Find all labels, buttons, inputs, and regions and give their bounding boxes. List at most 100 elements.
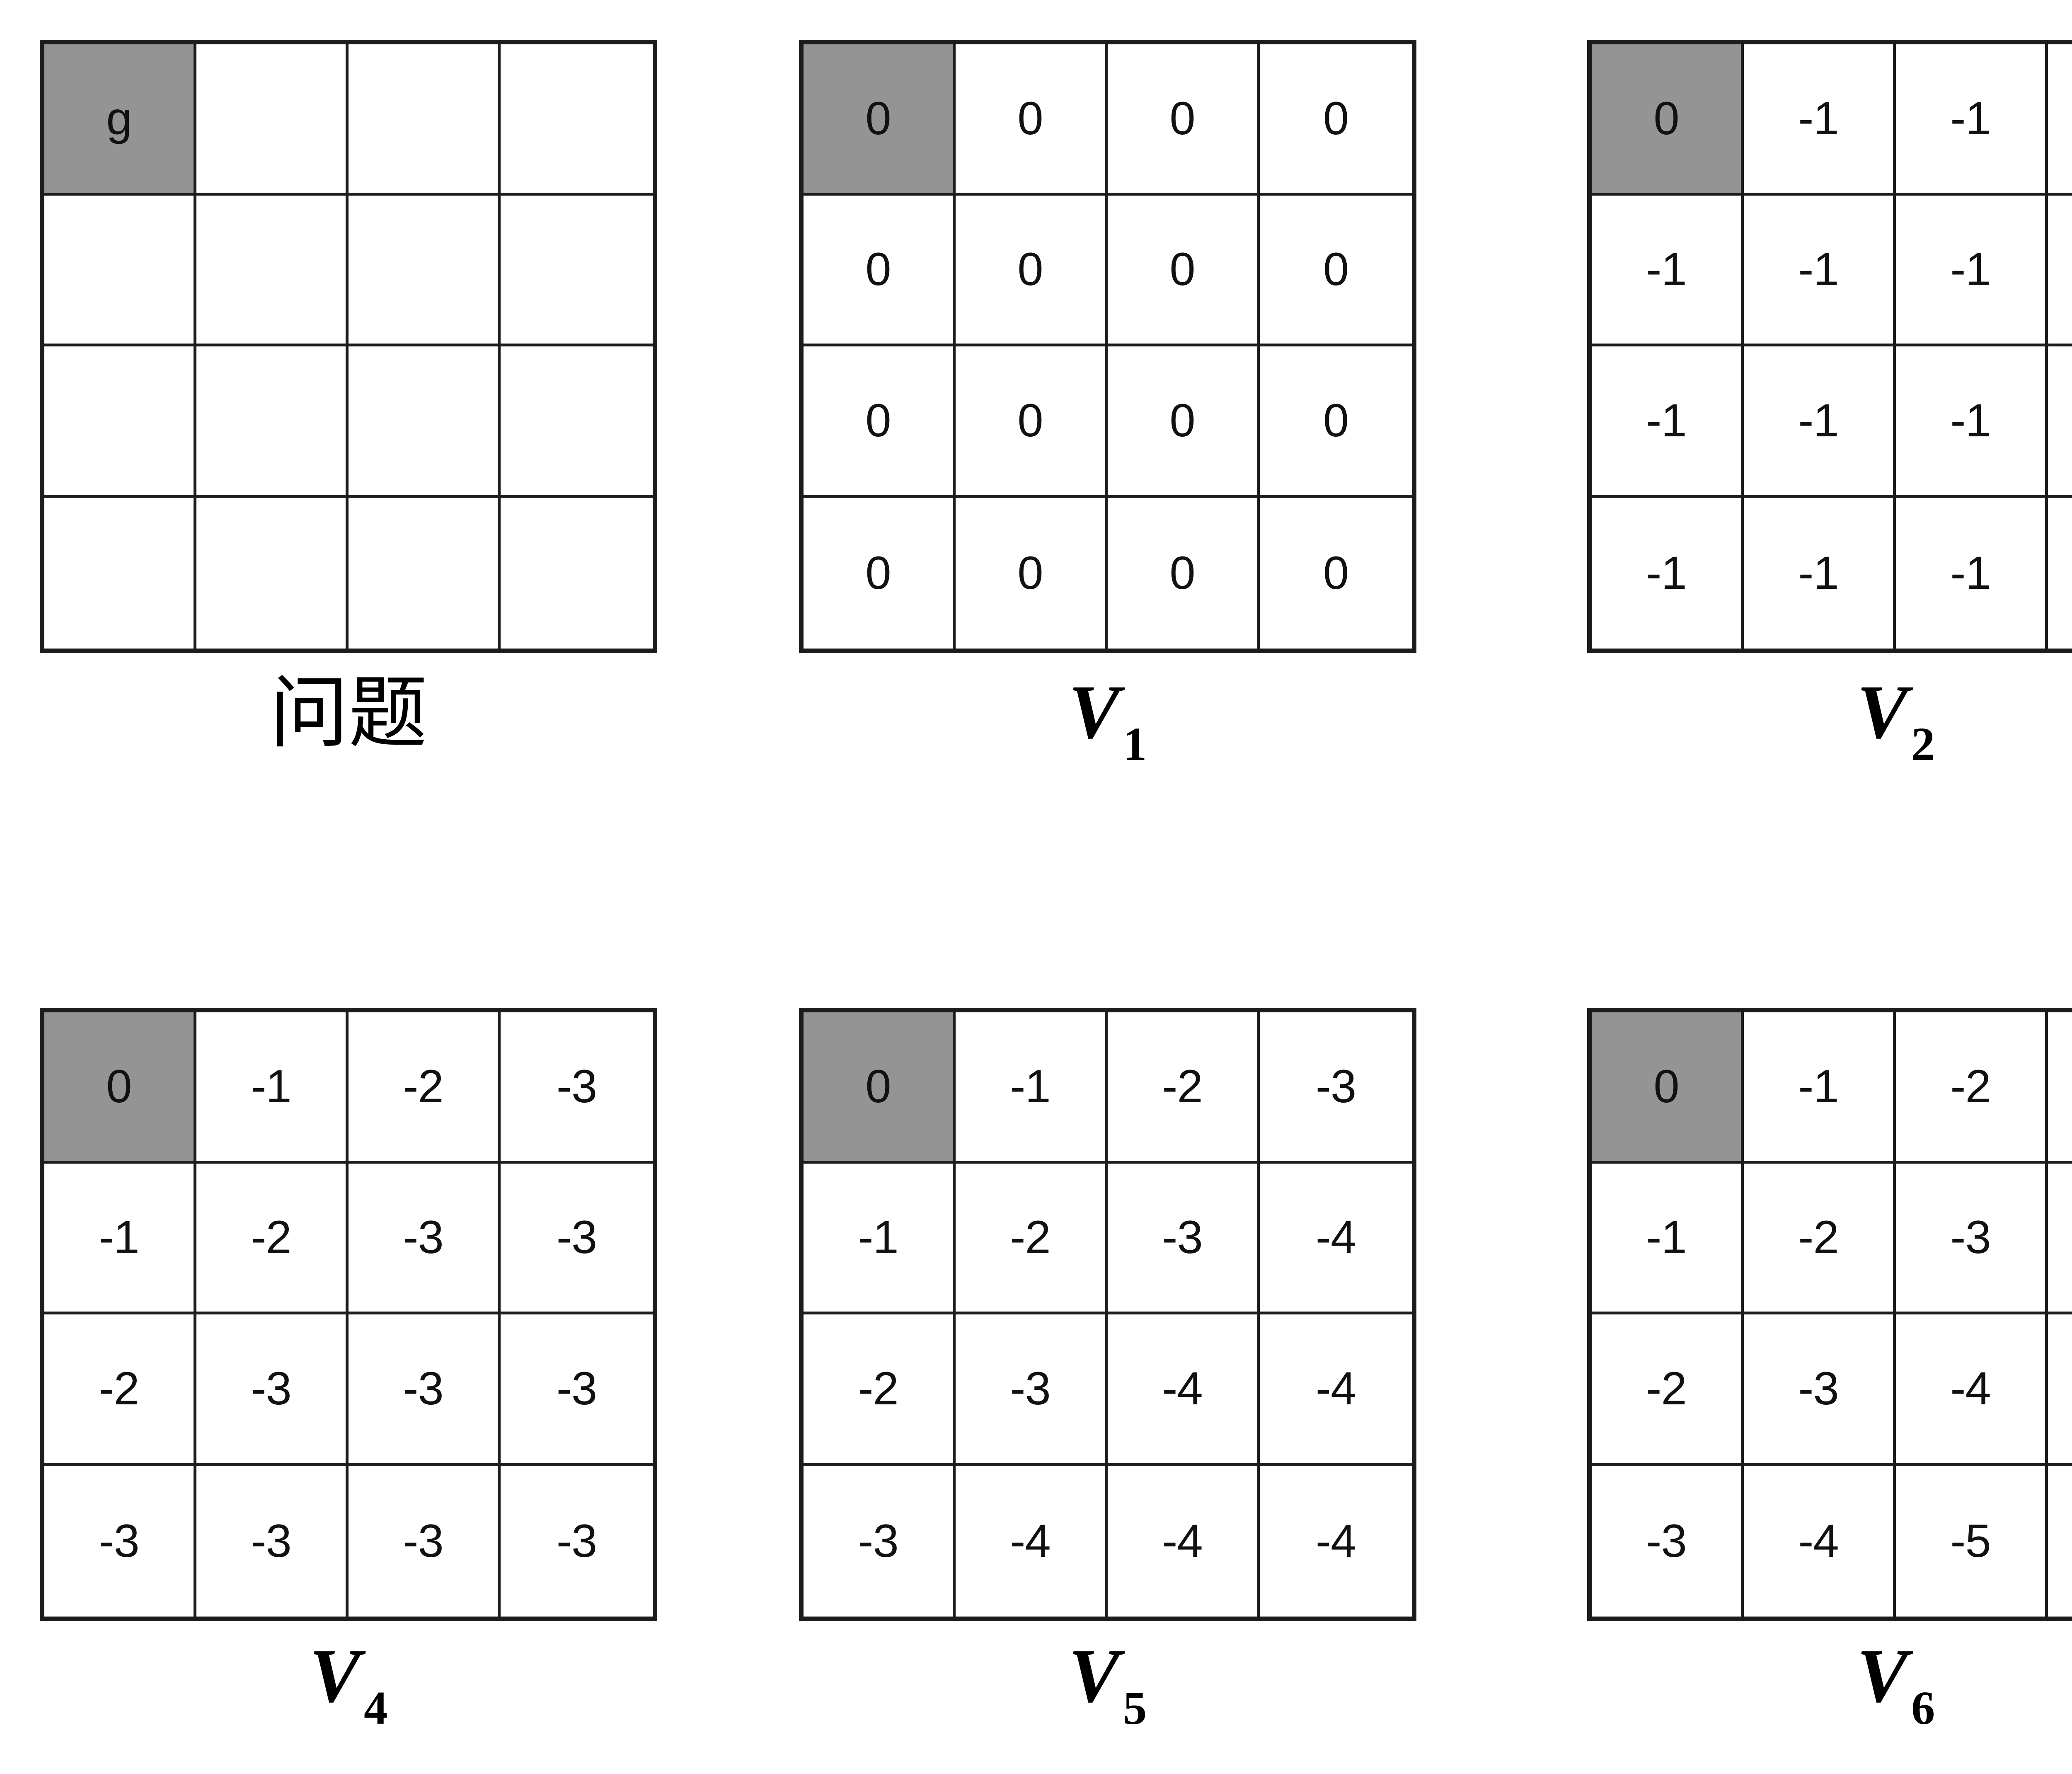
caption-subscript: 4 bbox=[364, 1682, 388, 1734]
grid-cell: -3 bbox=[956, 1314, 1108, 1466]
grid-cell: 0 bbox=[1108, 497, 1260, 649]
grid-cell: -2 bbox=[804, 1314, 956, 1466]
grid-cell: -1 bbox=[1896, 497, 2048, 649]
panel-V2: 0-1-1-1-1-1-1-1-1-1-1-1-1-1-1-1V2 bbox=[1587, 40, 2072, 768]
value-grid-V2: 0-1-1-1-1-1-1-1-1-1-1-1-1-1-1-1 bbox=[1587, 40, 2072, 653]
grid-cell: -1 bbox=[1744, 1012, 1896, 1164]
grid-cell: -1 bbox=[1744, 195, 1896, 346]
grid-cell: -4 bbox=[1260, 1314, 1412, 1466]
grid-cell: -3 bbox=[1744, 1314, 1896, 1466]
grid-cell: -1 bbox=[196, 1012, 349, 1164]
grid-cell: -3 bbox=[501, 1465, 653, 1617]
grid-cell bbox=[196, 44, 349, 196]
grid-cell: -3 bbox=[196, 1465, 349, 1617]
value-grid-V4: 0-1-2-3-1-2-3-3-2-3-3-3-3-3-3-3 bbox=[40, 1008, 657, 1621]
grid-cell bbox=[44, 346, 196, 498]
grid-cell-terminal: 0 bbox=[1592, 44, 1744, 196]
grid-cell bbox=[196, 195, 349, 346]
grid-cell: 0 bbox=[1260, 195, 1412, 346]
grid-cell: 0 bbox=[956, 497, 1108, 649]
caption-subscript: 5 bbox=[1123, 1682, 1147, 1734]
panel-caption-problem: 问题 bbox=[40, 674, 657, 753]
grid-cell: -1 bbox=[1744, 497, 1896, 649]
panel-V6: 0-1-2-3-1-2-3-4-2-3-4-5-3-4-5-5V6 bbox=[1587, 1008, 2072, 1732]
grid-cell: -3 bbox=[1260, 1012, 1412, 1164]
grid-cell bbox=[501, 346, 653, 498]
grid-cell: -3 bbox=[349, 1465, 501, 1617]
grid-cell-terminal: 0 bbox=[804, 1012, 956, 1164]
grid-cell: -3 bbox=[44, 1465, 196, 1617]
panel-caption-V1: V1 bbox=[799, 674, 1416, 768]
grid-cell: -3 bbox=[501, 1163, 653, 1314]
grid-cell: -5 bbox=[2048, 1465, 2072, 1617]
caption-subscript: 6 bbox=[1911, 1682, 1935, 1734]
grid-cell: -3 bbox=[501, 1314, 653, 1466]
grid-cell: -3 bbox=[1108, 1163, 1260, 1314]
grid-cell bbox=[44, 195, 196, 346]
grid-cell: 0 bbox=[1108, 44, 1260, 196]
grid-cell: -1 bbox=[804, 1163, 956, 1314]
panel-caption-V6: V6 bbox=[1587, 1638, 2072, 1732]
grid-cell: -4 bbox=[1896, 1314, 2048, 1466]
grid-cell: 0 bbox=[1260, 346, 1412, 498]
grid-cell: -2 bbox=[956, 1163, 1108, 1314]
grid-cell: 0 bbox=[956, 44, 1108, 196]
grid-cell-terminal: 0 bbox=[1592, 1012, 1744, 1164]
caption-symbol: V bbox=[1857, 1634, 1908, 1718]
grid-cell: -1 bbox=[956, 1012, 1108, 1164]
grid-cell: 0 bbox=[1260, 44, 1412, 196]
grid-cell: 0 bbox=[956, 195, 1108, 346]
panel-caption-V5: V5 bbox=[799, 1638, 1416, 1732]
grid-cell: 0 bbox=[1108, 346, 1260, 498]
grid-cell bbox=[501, 44, 653, 196]
grid-cell: -5 bbox=[2048, 1314, 2072, 1466]
grid-cell: -3 bbox=[349, 1163, 501, 1314]
grid-cell: -4 bbox=[1260, 1163, 1412, 1314]
grid-cell bbox=[501, 497, 653, 649]
grid-cell: -3 bbox=[501, 1012, 653, 1164]
grid-cell: 0 bbox=[1260, 497, 1412, 649]
grid-cell: -1 bbox=[1896, 195, 2048, 346]
grid-cell bbox=[349, 195, 501, 346]
value-grid-V5: 0-1-2-3-1-2-3-4-2-3-4-4-3-4-4-4 bbox=[799, 1008, 1416, 1621]
grid-cell: -2 bbox=[1592, 1314, 1744, 1466]
grid-cell: -1 bbox=[2048, 346, 2072, 498]
grid-cell: -1 bbox=[1896, 44, 2048, 196]
grid-cell: -3 bbox=[1592, 1465, 1744, 1617]
grid-cell: -2 bbox=[1108, 1012, 1260, 1164]
grid-cell: -1 bbox=[1744, 44, 1896, 196]
grid-cell: 0 bbox=[804, 195, 956, 346]
grid-cell: -2 bbox=[1896, 1012, 2048, 1164]
panel-caption-V2: V2 bbox=[1587, 674, 2072, 768]
grid-cell: -3 bbox=[2048, 1012, 2072, 1164]
grid-cell: -1 bbox=[1592, 1163, 1744, 1314]
grid-cell: -2 bbox=[196, 1163, 349, 1314]
grid-cell: -3 bbox=[804, 1465, 956, 1617]
grid-cell: -4 bbox=[1260, 1465, 1412, 1617]
grid-cell: 0 bbox=[956, 346, 1108, 498]
grid-cell: -1 bbox=[1592, 346, 1744, 498]
grid-cell: 0 bbox=[804, 346, 956, 498]
grid-cell-terminal: 0 bbox=[44, 1012, 196, 1164]
grid-cell: -2 bbox=[1744, 1163, 1896, 1314]
grid-cell bbox=[349, 497, 501, 649]
caption-symbol: V bbox=[309, 1634, 361, 1718]
grid-cell-terminal: 0 bbox=[804, 44, 956, 196]
grid-cell bbox=[196, 346, 349, 498]
grid-cell: -4 bbox=[1744, 1465, 1896, 1617]
grid-cell: -1 bbox=[44, 1163, 196, 1314]
grid-cell: -5 bbox=[1896, 1465, 2048, 1617]
grid-cell: -1 bbox=[1744, 346, 1896, 498]
grid-cell: -2 bbox=[44, 1314, 196, 1466]
grid-cell: -1 bbox=[2048, 497, 2072, 649]
grid-cell: -4 bbox=[1108, 1465, 1260, 1617]
grid-cell: -1 bbox=[1896, 346, 2048, 498]
grid-cell bbox=[349, 346, 501, 498]
grid-cell: -3 bbox=[196, 1314, 349, 1466]
caption-symbol: 问题 bbox=[269, 667, 427, 759]
